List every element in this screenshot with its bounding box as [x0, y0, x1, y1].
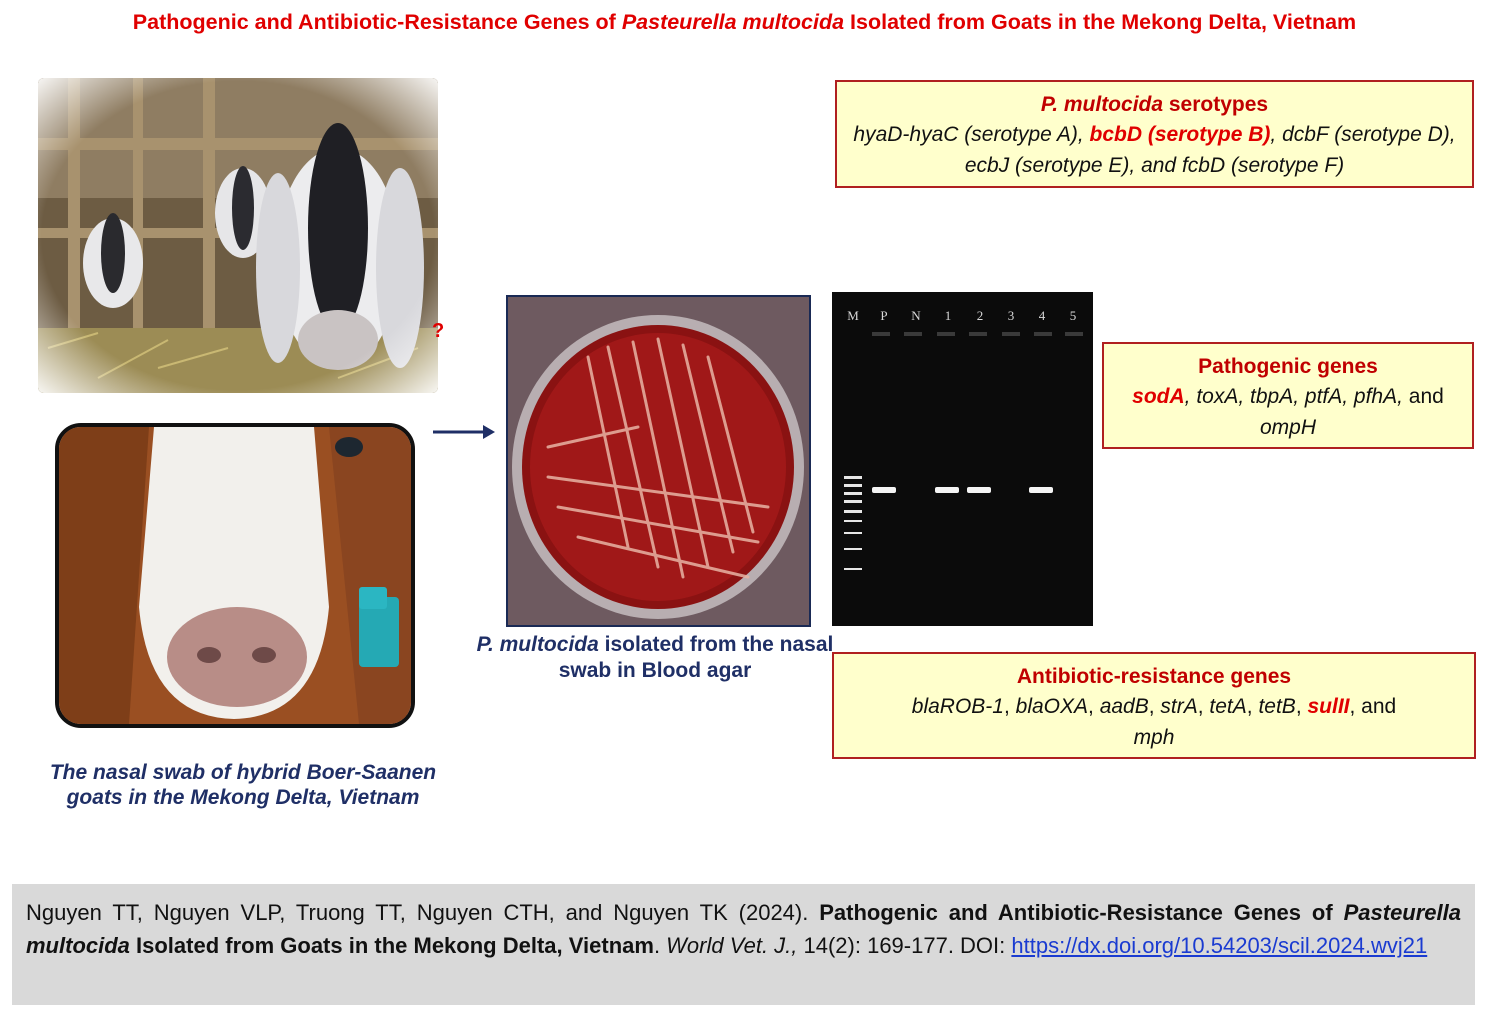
goat-caption: The nasal swab of hybrid Boer-Saanen goa… — [49, 761, 437, 810]
serotypes-text: hyaD-hyaC (serotype A), bcbD (serotype B… — [853, 123, 1456, 177]
goats-photo — [38, 78, 438, 393]
goat-nose-photo — [55, 423, 415, 728]
pathogenic-genes-text: sodA, toxA, tbpA, ptfA, pfhA, and ompH — [1132, 385, 1444, 439]
gel-lane-label: M — [847, 308, 859, 323]
gel-lane-label: P — [880, 308, 887, 323]
pathogenic-heading: Pathogenic genes — [1198, 355, 1378, 378]
gel-lane-label: 4 — [1039, 308, 1046, 323]
antibiotic-resistance-box: Antibiotic-resistance genes blaROB-1, bl… — [832, 652, 1476, 759]
gel-lane-label: 2 — [977, 308, 984, 323]
question-mark: ? — [432, 320, 445, 342]
serotypes-box: P. multocida serotypes hyaD-hyaC (seroty… — [835, 80, 1474, 188]
citation-box: Nguyen TT, Nguyen VLP, Truong TT, Nguyen… — [12, 884, 1475, 1005]
pathogenic-genes-box: Pathogenic genes sodA, toxA, tbpA, ptfA,… — [1102, 342, 1474, 449]
gel-lane-label: 3 — [1008, 308, 1015, 323]
gel-lane-label: 5 — [1070, 308, 1077, 323]
resistance-genes-text: blaROB-1, blaOXA, aadB, strA, tetA, tetB… — [911, 695, 1397, 749]
gel-lane-label: N — [911, 308, 921, 323]
arrow-right-icon — [433, 422, 495, 442]
resistance-heading: Antibiotic-resistance genes — [1016, 665, 1292, 688]
gel-lane-label: 1 — [945, 308, 952, 323]
blood-agar-plate-photo — [506, 295, 811, 627]
gel-electrophoresis-photo: M P N 1 2 3 4 5 — [832, 292, 1093, 626]
doi-link[interactable]: https://dx.doi.org/10.54203/scil.2024.wv… — [1011, 933, 1428, 958]
serotypes-heading: P. multocida serotypes — [1040, 93, 1269, 116]
page-title: Pathogenic and Antibiotic-Resistance Gen… — [132, 10, 1357, 34]
plate-caption: P. multocida isolated from the nasal swa… — [476, 633, 834, 683]
